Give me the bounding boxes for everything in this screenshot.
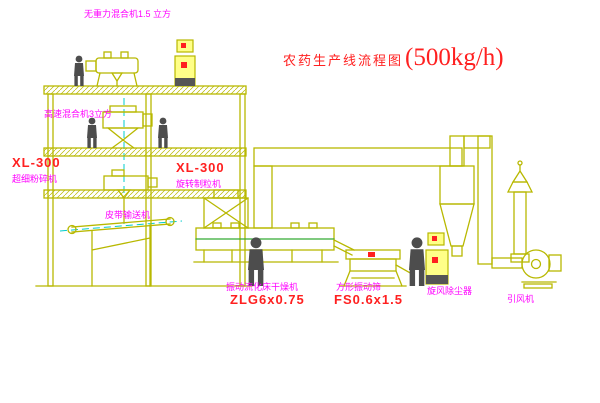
person-figure <box>409 237 425 286</box>
label-pulverizer-model: XL-300 <box>12 155 61 170</box>
rotary-granulator <box>103 169 158 223</box>
label-gravity-mixer: 无重力混合机1.5 立方 <box>84 9 172 19</box>
drawing-title: 农药生产线流程图 (500kg/h) <box>283 44 504 72</box>
gravity-mixer <box>85 51 139 87</box>
label-granulator-model: XL-300 <box>176 160 225 175</box>
label-fan: 引风机 <box>507 294 535 304</box>
label-belt-conveyor: 皮带输送机 <box>105 210 151 220</box>
exhaust-duct <box>253 147 463 229</box>
label-pulverizer-name: 超细粉碎机 <box>12 174 58 184</box>
label-sieve-model: FS0.6x1.5 <box>334 292 403 307</box>
label-granulator-name: 旋转制粒机 <box>176 179 222 189</box>
vibrating-sieve <box>333 239 413 287</box>
person-figure <box>74 55 84 86</box>
induced-draft-fan <box>521 249 562 289</box>
person-figure <box>87 117 97 148</box>
person-figure <box>158 117 168 148</box>
belt-conveyor <box>67 216 175 287</box>
label-sieve-name: 方形振动筛 <box>336 282 382 292</box>
building-structure <box>35 85 253 287</box>
label-high-speed-mixer: 高速混合机3立方 <box>44 109 113 119</box>
high-speed-mixer <box>102 105 153 149</box>
label-dryer-name: 振动流化床干燥机 <box>226 282 299 292</box>
exhaust-stack <box>506 160 534 263</box>
person-figure <box>248 237 264 286</box>
control-cabinet-lower <box>425 232 449 285</box>
fluid-bed-dryer <box>193 222 339 263</box>
fan-inlet-duct <box>463 135 523 269</box>
control-cabinet-upper <box>174 39 196 87</box>
label-dryer-model: ZLG6x0.75 <box>230 292 305 307</box>
cyclone-separator <box>439 135 475 257</box>
drawing-title-text: 农药生产线流程图 <box>283 53 404 68</box>
drawing-title-capacity: (500kg/h) <box>405 44 504 71</box>
label-cyclone: 旋风除尘器 <box>427 286 473 296</box>
